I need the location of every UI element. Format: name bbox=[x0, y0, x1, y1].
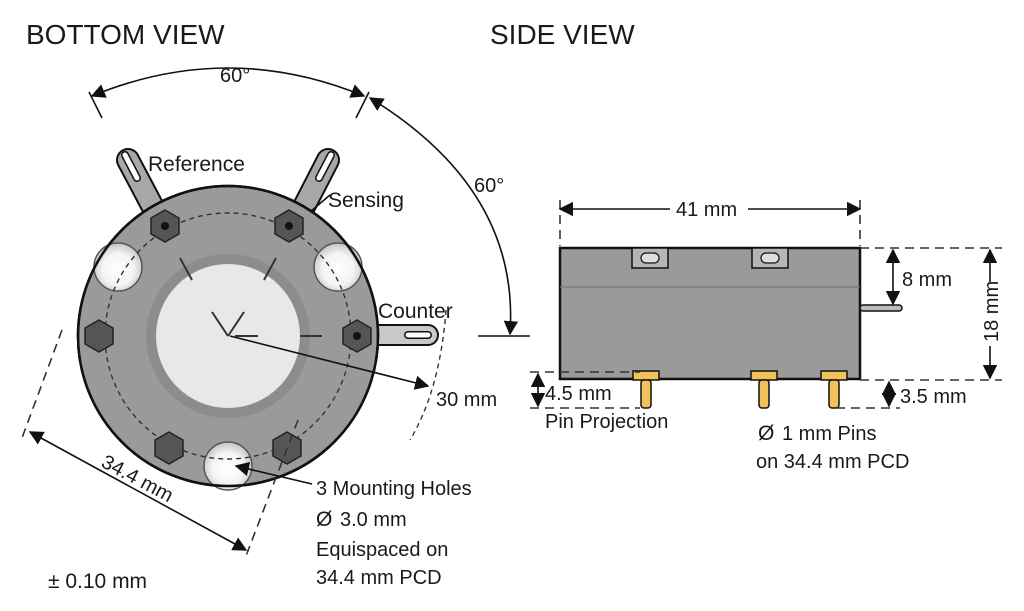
side-view-title: SIDE VIEW bbox=[490, 19, 635, 50]
dim-18-label: 18 mm bbox=[981, 281, 1003, 342]
bottom-view: BOTTOM VIEW bbox=[21, 19, 530, 593]
mounting-hole bbox=[93, 242, 143, 292]
mounting-hole bbox=[313, 242, 363, 292]
pin-collar bbox=[750, 370, 778, 381]
pin bbox=[758, 379, 770, 409]
holes-note-line3: Equispaced on bbox=[316, 539, 448, 561]
bottom-pins bbox=[632, 370, 848, 409]
counter-label: Counter bbox=[378, 300, 453, 323]
pins-diameter-symbol: Ø bbox=[758, 422, 774, 445]
pin bbox=[640, 379, 652, 409]
angle-arcs bbox=[88, 67, 530, 337]
bottom-view-title: BOTTOM VIEW bbox=[26, 19, 225, 50]
holes-note-line4: 34.4 mm PCD bbox=[316, 567, 442, 589]
mounting-hole bbox=[203, 441, 253, 491]
radius-dim-label: 30 mm bbox=[436, 389, 497, 411]
pin-collar bbox=[820, 370, 848, 381]
dim-4-5-label: 4.5 mm bbox=[545, 383, 612, 405]
pin bbox=[828, 379, 840, 409]
dim-3-5-label: 3.5 mm bbox=[900, 386, 967, 408]
holes-note-line1: 3 Mounting Holes bbox=[316, 478, 472, 500]
side-pin bbox=[859, 304, 903, 312]
holes-note-line2: 3.0 mm bbox=[340, 509, 407, 531]
angle-top-label: 60° bbox=[220, 65, 250, 87]
tolerance-label: ± 0.10 mm bbox=[48, 570, 147, 593]
width-dim-label: 41 mm bbox=[676, 199, 737, 221]
pins-note-line1: 1 mm Pins bbox=[782, 423, 876, 445]
hex-nut bbox=[84, 319, 114, 353]
side-view: SIDE VIEW 41 mm bbox=[490, 19, 1003, 473]
top-notch bbox=[631, 247, 669, 269]
top-notch bbox=[751, 247, 789, 269]
pin-projection-label: Pin Projection bbox=[545, 411, 668, 433]
dim-8-label: 8 mm bbox=[902, 269, 952, 291]
angle-right-label: 60° bbox=[474, 175, 504, 197]
holes-diameter-symbol: Ø bbox=[316, 508, 332, 531]
pins-note-line2: on 34.4 mm PCD bbox=[756, 451, 909, 473]
reference-label: Reference bbox=[148, 153, 245, 176]
hex-nut bbox=[154, 431, 184, 465]
sensing-label: Sensing bbox=[328, 189, 404, 212]
side-body bbox=[558, 246, 862, 381]
